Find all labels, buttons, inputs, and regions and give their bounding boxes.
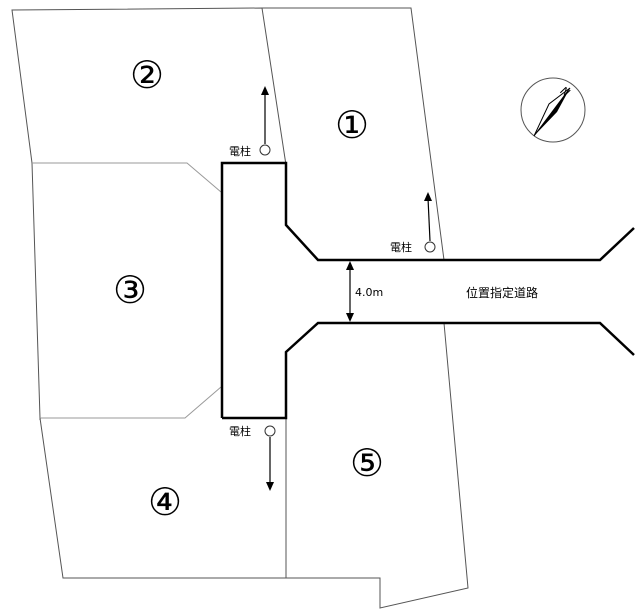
utility-pole-label: 電柱	[229, 424, 251, 438]
utility-pole-label: 電柱	[390, 240, 412, 254]
lot-number-4: ④	[148, 480, 182, 524]
guy-wire-arrow-icon	[424, 192, 432, 201]
guy-wire-arrow-icon	[261, 86, 269, 95]
lot-2-boundary	[11, 7, 287, 166]
lot-5-boundary	[286, 322, 469, 609]
utility-pole-b: 電柱	[390, 192, 436, 254]
dimension-arrowhead-top	[346, 261, 354, 270]
road-north-edge	[220, 161, 635, 418]
lot-4-boundary	[39, 417, 287, 579]
lot-3-boundary	[31, 162, 41, 420]
road-outline	[220, 161, 635, 420]
utility-pole-a: 電柱	[229, 86, 271, 158]
lot-number-3: ③	[113, 268, 147, 312]
utility-pole-label: 電柱	[229, 144, 251, 158]
road-south-edge	[222, 321, 635, 420]
road-width-label: 4.0m	[355, 286, 383, 299]
utility-pole-c: 電柱	[229, 424, 276, 491]
guy-wire-arrow-icon	[266, 482, 274, 491]
dimension-arrowhead-bottom	[346, 313, 354, 322]
utility-pole-icon	[259, 144, 271, 156]
lot-boundaries	[11, 7, 469, 609]
lot-3-chamfer-top	[32, 162, 222, 193]
road-name-label: 位置指定道路	[466, 285, 538, 300]
lot-number-1: ①	[335, 103, 369, 147]
lot-number-2: ②	[130, 53, 164, 97]
road-width-dimension: 4.0m	[346, 261, 383, 322]
lot-number-5: ⑤	[350, 441, 384, 485]
lot-1-boundary	[262, 7, 445, 261]
utility-pole-icon	[264, 425, 276, 437]
compass: N	[520, 77, 586, 143]
utility-pole-icon	[424, 241, 436, 253]
north-arrow-icon-half	[533, 87, 571, 137]
lot-3-chamfer-bottom	[40, 386, 222, 419]
